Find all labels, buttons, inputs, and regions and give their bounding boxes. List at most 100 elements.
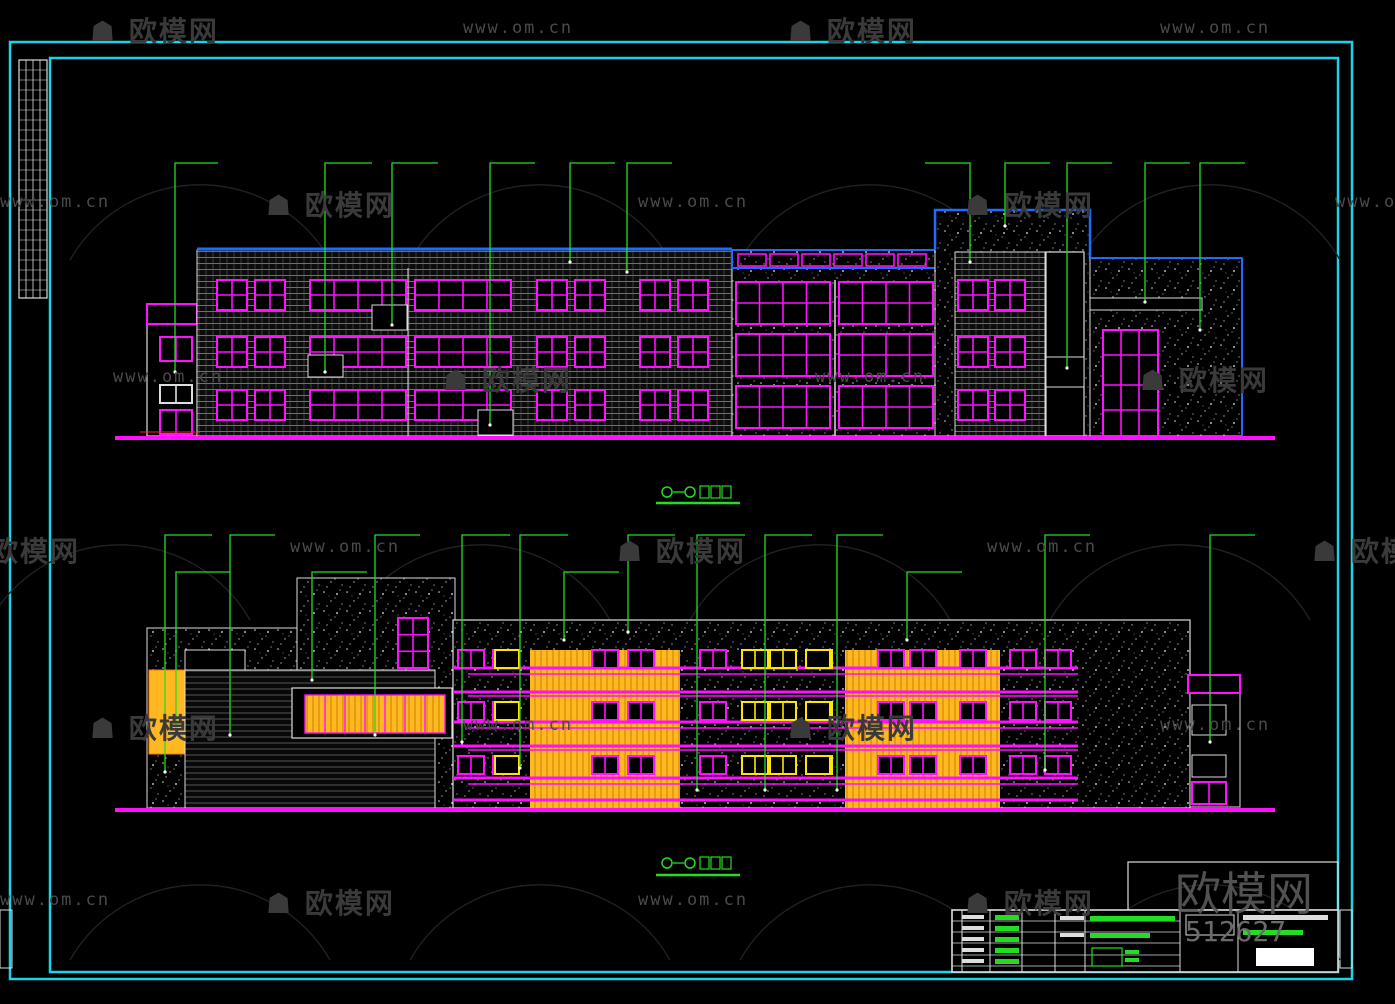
window — [159, 336, 193, 362]
leader-line — [229, 534, 275, 735]
window — [994, 279, 1026, 311]
window — [677, 389, 709, 421]
label-glyph-box — [710, 856, 721, 870]
window — [994, 389, 1026, 421]
window — [699, 755, 727, 775]
window-frame — [494, 755, 520, 775]
watermark-url: www.om.cn — [987, 537, 1098, 557]
leader-dot — [568, 260, 572, 264]
window — [414, 389, 512, 421]
window — [699, 701, 727, 721]
window — [957, 279, 989, 311]
window — [494, 755, 520, 775]
watermark-url: www.om.cn — [0, 890, 111, 910]
watermark-arc — [69, 884, 331, 961]
window — [909, 649, 937, 669]
title-block-text — [1125, 950, 1139, 954]
window — [159, 409, 193, 435]
leader-line — [696, 534, 745, 790]
leader-dot — [518, 766, 522, 770]
watermark-url: www.om.cn — [1160, 715, 1271, 735]
watermark-logo: ☗ 欧模网 — [965, 189, 1094, 222]
window — [805, 755, 831, 775]
window — [639, 336, 671, 368]
window — [677, 279, 709, 311]
leader-dot — [323, 370, 327, 374]
elevation-top — [115, 162, 1275, 505]
parapet-window — [801, 253, 831, 267]
window — [494, 701, 520, 721]
window — [769, 701, 797, 721]
curtain-wall — [1102, 329, 1159, 437]
leader-line — [1199, 162, 1245, 330]
window — [957, 389, 989, 421]
window — [414, 279, 512, 311]
title-block-text — [1090, 933, 1150, 938]
window — [254, 279, 286, 311]
leader-dot — [1065, 366, 1069, 370]
leader-line — [627, 534, 675, 632]
window — [959, 649, 987, 669]
title-block-text — [962, 926, 984, 930]
leader-line — [563, 571, 619, 640]
window — [805, 701, 831, 721]
leader-line — [906, 571, 962, 640]
leader-dot — [163, 770, 167, 774]
window — [627, 701, 655, 721]
title-block-text — [1125, 958, 1139, 962]
window — [769, 649, 797, 669]
watermark-url: www.om.cn — [638, 192, 749, 212]
title-block-text — [1090, 916, 1175, 921]
window — [457, 701, 485, 721]
window — [574, 389, 606, 421]
window — [591, 701, 619, 721]
leader-dot — [373, 733, 377, 737]
axis-bubble — [661, 857, 673, 869]
stair-window — [1045, 356, 1085, 388]
parapet-window — [833, 253, 863, 267]
leader-line — [764, 534, 812, 790]
right-block-window — [1191, 754, 1227, 778]
watermark-url: www.om.cn — [1335, 192, 1395, 212]
window — [254, 389, 286, 421]
leader-line — [164, 534, 212, 772]
title-block-text — [1243, 915, 1328, 920]
watermark-url: www.om.cn — [290, 537, 401, 557]
window — [536, 389, 568, 421]
entrance — [477, 409, 514, 436]
watermark-url: www.om.cn — [463, 18, 574, 38]
watermark-arc — [409, 884, 671, 961]
right-block-parapet — [1187, 674, 1241, 694]
window — [735, 385, 831, 429]
leader-line — [1209, 534, 1255, 742]
window-frame — [494, 701, 520, 721]
window — [877, 701, 905, 721]
window — [741, 701, 769, 721]
leader-dot — [695, 788, 699, 792]
window-frame — [494, 649, 520, 669]
leader-line — [1004, 162, 1050, 226]
leader-dot — [488, 423, 492, 427]
parapet-box — [184, 649, 246, 671]
window — [574, 279, 606, 311]
leader-dot — [1198, 328, 1202, 332]
leader-line — [836, 534, 883, 790]
window — [957, 336, 989, 368]
elevation-label-symbol — [656, 856, 740, 877]
window — [909, 755, 937, 775]
tower-roof-edge — [933, 208, 1092, 258]
axis-bubble — [684, 486, 696, 498]
leader-dot — [763, 788, 767, 792]
leader-dot — [228, 733, 232, 737]
leader-line — [626, 162, 672, 272]
window — [216, 336, 248, 368]
window — [309, 389, 407, 421]
watermark-logo: ☗ 欧模网 — [617, 535, 746, 568]
watermark-logo: ☗ 欧模网 — [443, 364, 572, 397]
window-frame — [805, 649, 831, 669]
yellow-panel-left — [530, 650, 680, 808]
parapet-window — [769, 253, 799, 267]
parapet-window — [897, 253, 927, 267]
